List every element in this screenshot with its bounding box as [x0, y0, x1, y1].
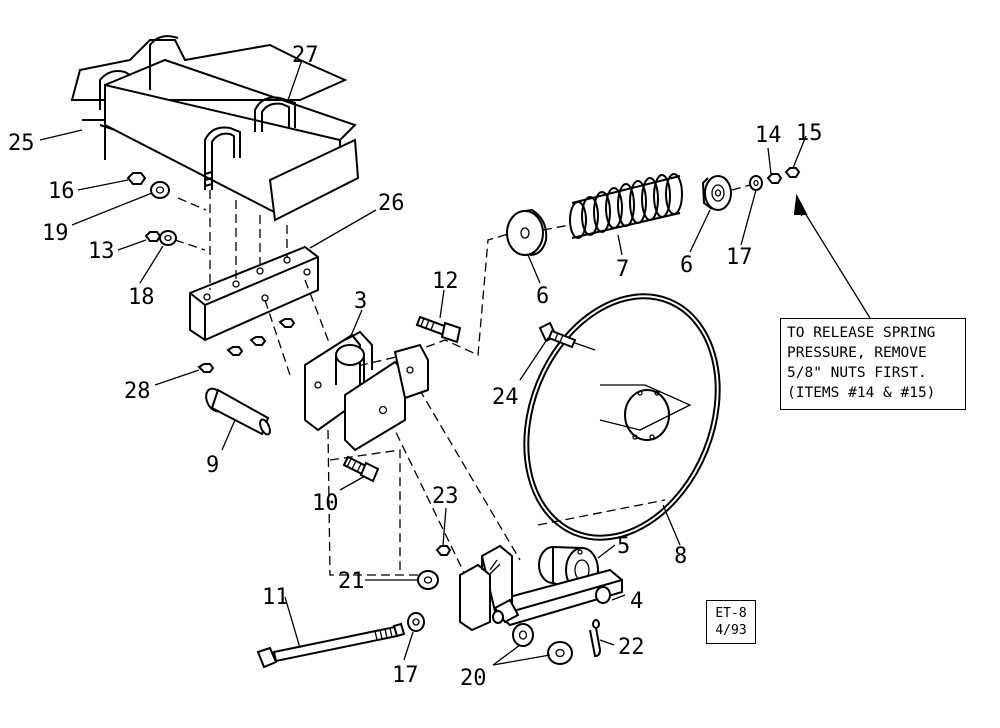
callout-16: 16 [48, 179, 75, 204]
callout-10: 10 [312, 491, 339, 516]
note-line-2: PRESSURE, REMOVE [787, 345, 927, 361]
rod-leader-lines [542, 184, 751, 231]
callout-6b: 6 [680, 253, 693, 278]
callout-25: 25 [8, 131, 35, 156]
callout-26: 26 [378, 191, 405, 216]
note-line-4: (ITEMS #14 & #15) [787, 385, 936, 401]
long-bolt-11 [256, 622, 406, 669]
callout-11: 11 [262, 585, 289, 610]
note-line-1: TO RELEASE SPRING [787, 325, 936, 341]
callout-28: 28 [124, 379, 151, 404]
note-pointer [793, 193, 871, 319]
spring-7 [569, 173, 683, 239]
callout-4: 4 [630, 589, 643, 614]
tool-bar [70, 39, 360, 222]
washer-17a [749, 175, 763, 191]
note-line-3: 5/8" NUTS FIRST. [787, 365, 927, 381]
washers-20 [512, 623, 573, 665]
callout-24: 24 [492, 385, 519, 410]
spring-washer-6b [701, 175, 732, 211]
callout-18: 18 [128, 285, 155, 310]
washer-21 [417, 570, 439, 590]
u-bolt-back [99, 35, 179, 110]
leader-lines [39, 59, 807, 666]
callout-12: 12 [432, 269, 459, 294]
spring-washer-6a [506, 208, 548, 256]
callout-15: 15 [796, 121, 823, 146]
callout-14: 14 [755, 123, 782, 148]
nut-13 [144, 231, 162, 242]
disc-blade [523, 293, 721, 541]
callout-7: 7 [616, 257, 629, 282]
callout-27: 27 [292, 43, 319, 68]
bolt-24 [538, 321, 596, 351]
washer-19 [150, 181, 170, 199]
washer-17b [407, 612, 425, 632]
callout-8: 8 [674, 544, 687, 569]
callout-labels: 27 25 16 19 26 13 18 28 9 3 12 10 6 7 6 … [8, 43, 823, 691]
callout-17a: 17 [726, 245, 753, 270]
callout-9: 9 [206, 453, 219, 478]
callout-13: 13 [88, 239, 115, 264]
washer-18 [159, 230, 177, 246]
stamp-date: 4/93 [715, 623, 747, 638]
nut-16 [126, 172, 147, 185]
callout-19: 19 [42, 221, 69, 246]
callout-23: 23 [432, 484, 459, 509]
drawing-id-stamp: ET-8 4/93 [706, 600, 756, 644]
pivot-bracket [304, 330, 429, 452]
spring-release-note: TO RELEASE SPRING PRESSURE, REMOVE 5/8" … [780, 318, 966, 410]
nut-23 [435, 545, 452, 556]
stamp-code: ET-8 [715, 606, 747, 621]
assembly-lines [174, 190, 666, 586]
callout-20: 20 [460, 666, 487, 691]
bracket-nuts [197, 318, 296, 373]
callout-6a: 6 [536, 284, 549, 309]
callout-22: 22 [618, 635, 645, 660]
nut-15 [784, 167, 801, 178]
u-bolt-27b [204, 126, 241, 190]
callout-5: 5 [617, 534, 630, 559]
cotter-pin-22 [589, 619, 602, 658]
nut-14 [766, 173, 783, 184]
mounting-bracket [189, 245, 319, 342]
callout-21: 21 [338, 569, 365, 594]
shank-bracket [459, 544, 520, 632]
callout-3: 3 [354, 289, 367, 314]
pivot-pin [205, 387, 271, 436]
bolt-12 [415, 315, 462, 344]
callout-17b: 17 [392, 663, 419, 688]
u-bolt-27a [254, 96, 296, 132]
bolt-10 [342, 455, 380, 483]
